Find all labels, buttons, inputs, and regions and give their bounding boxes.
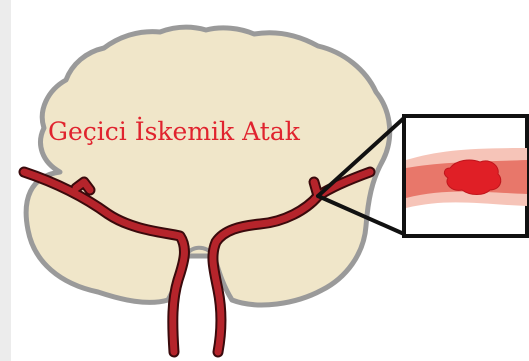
diagram-title: Geçici İskemik Atak	[48, 117, 301, 146]
clot-icon	[444, 160, 500, 195]
